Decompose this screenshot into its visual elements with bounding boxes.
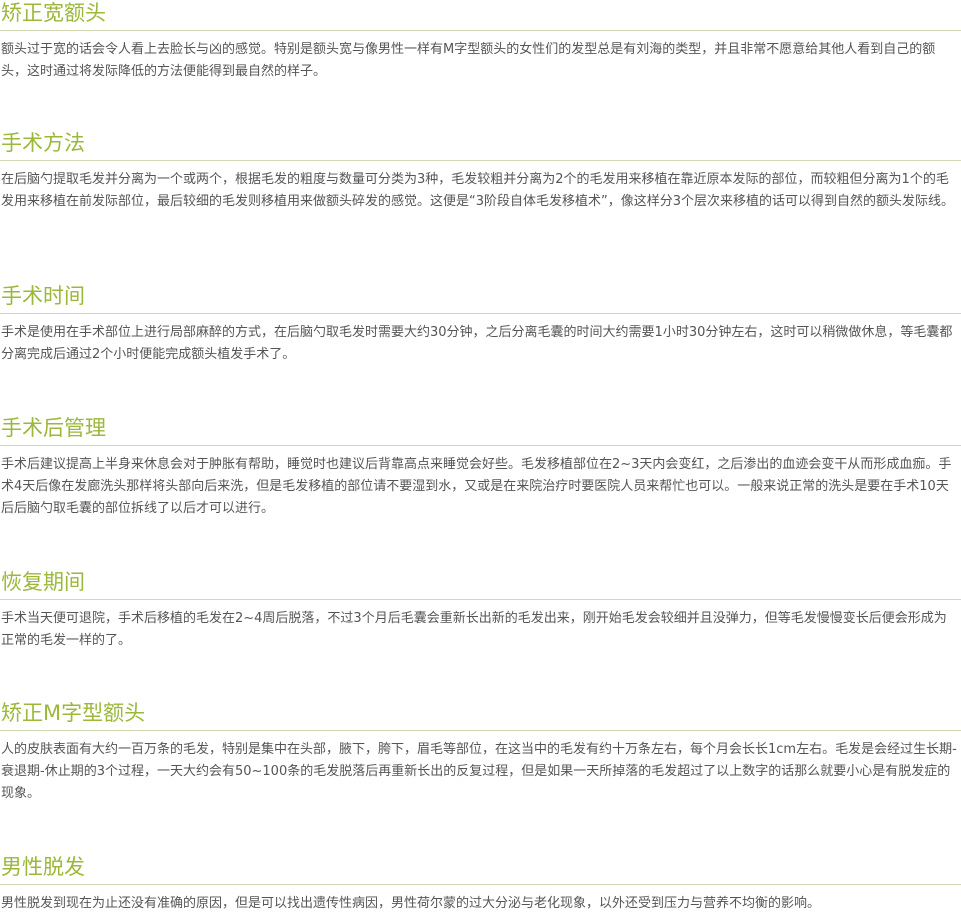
section-divider [0,599,961,600]
section-title: 矫正宽额头 [1,1,106,25]
section-recovery-period: 恢复期间 手术当天便可退院，手术后移植的毛发在2~4周后脱落，不过3个月后毛囊会… [0,569,961,652]
section-divider [0,30,961,31]
section-title: 手术后管理 [1,416,106,440]
section-body: 男性脱发到现在为止还没有准确的原因，但是可以找出遗传性病因，男性荷尔蒙的过大分泌… [1,896,821,911]
section-title: 手术方法 [1,131,85,155]
section-male-hair-loss: 男性脱发 男性脱发到现在为止还没有准确的原因，但是可以找出遗传性病因，男性荷尔蒙… [0,854,961,915]
section-divider [0,884,961,885]
section-divider [0,445,961,446]
section-divider [0,160,961,161]
section-title: 手术时间 [1,284,85,308]
section-body: 手术是使用在手术部位上进行局部麻醉的方式，在后脑勺取毛发时需要大约30分钟，之后… [1,325,953,362]
section-surgery-method: 手术方法 在后脑勺提取毛发并分离为一个或两个，根据毛发的粗度与数量可分类为3种，… [0,130,961,213]
section-wide-forehead: 矫正宽额头 额头过于宽的话会令人看上去脸长与凶的感觉。特别是额头宽与像男性一样有… [0,0,961,83]
section-post-op-care: 手术后管理 手术后建议提高上半身来休息会对于肿胀有帮助，睡觉时也建议后背靠高点来… [0,415,961,520]
section-divider [0,730,961,731]
section-m-shaped-forehead: 矫正M字型额头 人的皮肤表面有大约一百万条的毛发，特别是集中在头部，腋下，胯下，… [0,700,961,805]
section-divider [0,313,961,314]
section-body: 在后脑勺提取毛发并分离为一个或两个，根据毛发的粗度与数量可分类为3种，毛发较粗并… [1,172,955,209]
section-body: 手术后建议提高上半身来休息会对于肿胀有帮助，睡觉时也建议后背靠高点来睡觉会好些。… [1,457,952,516]
section-body: 人的皮肤表面有大约一百万条的毛发，特别是集中在头部，腋下，胯下，眉毛等部位，在这… [1,742,957,801]
section-title: 男性脱发 [1,855,85,879]
section-surgery-time: 手术时间 手术是使用在手术部位上进行局部麻醉的方式，在后脑勺取毛发时需要大约30… [0,283,961,366]
section-title: 恢复期间 [1,570,85,594]
section-body: 额头过于宽的话会令人看上去脸长与凶的感觉。特别是额头宽与像男性一样有M字型额头的… [1,42,936,79]
section-body: 手术当天便可退院，手术后移植的毛发在2~4周后脱落，不过3个月后毛囊会重新长出新… [1,611,947,648]
section-title: 矫正M字型额头 [1,701,146,725]
